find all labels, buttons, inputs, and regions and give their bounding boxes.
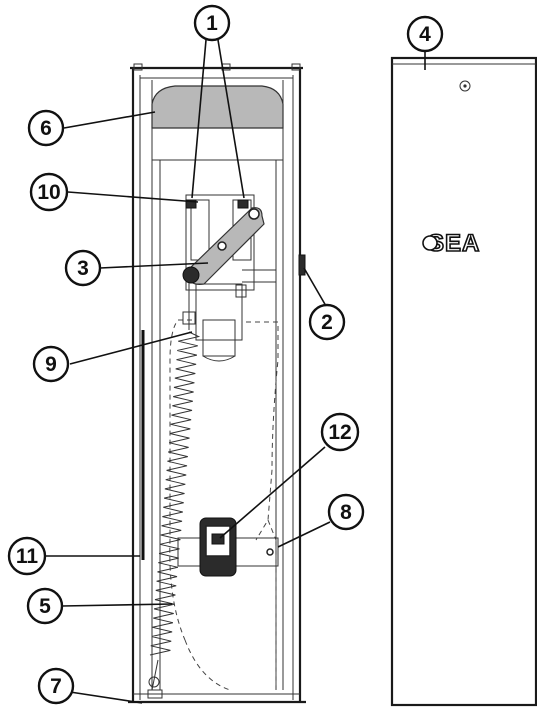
callout-11: 11 — [7, 536, 47, 576]
callout-6-label: 6 — [40, 117, 52, 140]
callout-7: 7 — [37, 667, 75, 705]
brand-logo-mark — [422, 235, 438, 251]
brand-logo: SEA — [428, 230, 480, 257]
callout-5-label: 5 — [39, 595, 51, 618]
callout-12: 12 — [320, 412, 360, 452]
motor-assembly — [182, 194, 276, 362]
callout-1-label: 1 — [206, 12, 218, 35]
callout-12-label: 12 — [328, 421, 351, 444]
callout-3-label: 3 — [77, 257, 89, 280]
callout-9: 9 — [32, 345, 70, 383]
callout-1: 1 — [193, 4, 231, 42]
callout-8: 8 — [327, 493, 365, 531]
callout-10: 10 — [29, 172, 69, 212]
callout-2-label: 2 — [321, 311, 333, 334]
callout-11-label: 11 — [16, 545, 39, 568]
dashed-outline — [169, 319, 279, 691]
leader-lines — [46, 39, 426, 704]
balancing-spring — [147, 283, 201, 699]
callout-2: 2 — [308, 303, 346, 341]
callout-3: 3 — [64, 249, 102, 287]
callout-4-label: 4 — [419, 23, 431, 46]
callout-4: 4 — [406, 15, 444, 53]
electronic-board — [177, 517, 279, 577]
callout-10-label: 10 — [37, 181, 60, 204]
callout-8-label: 8 — [340, 501, 352, 524]
callout-6: 6 — [27, 109, 65, 147]
callout-5: 5 — [26, 587, 64, 625]
control-panel-cover — [151, 85, 284, 161]
callout-7-label: 7 — [50, 675, 62, 698]
cover-door — [390, 56, 537, 707]
callout-9-label: 9 — [45, 353, 57, 376]
